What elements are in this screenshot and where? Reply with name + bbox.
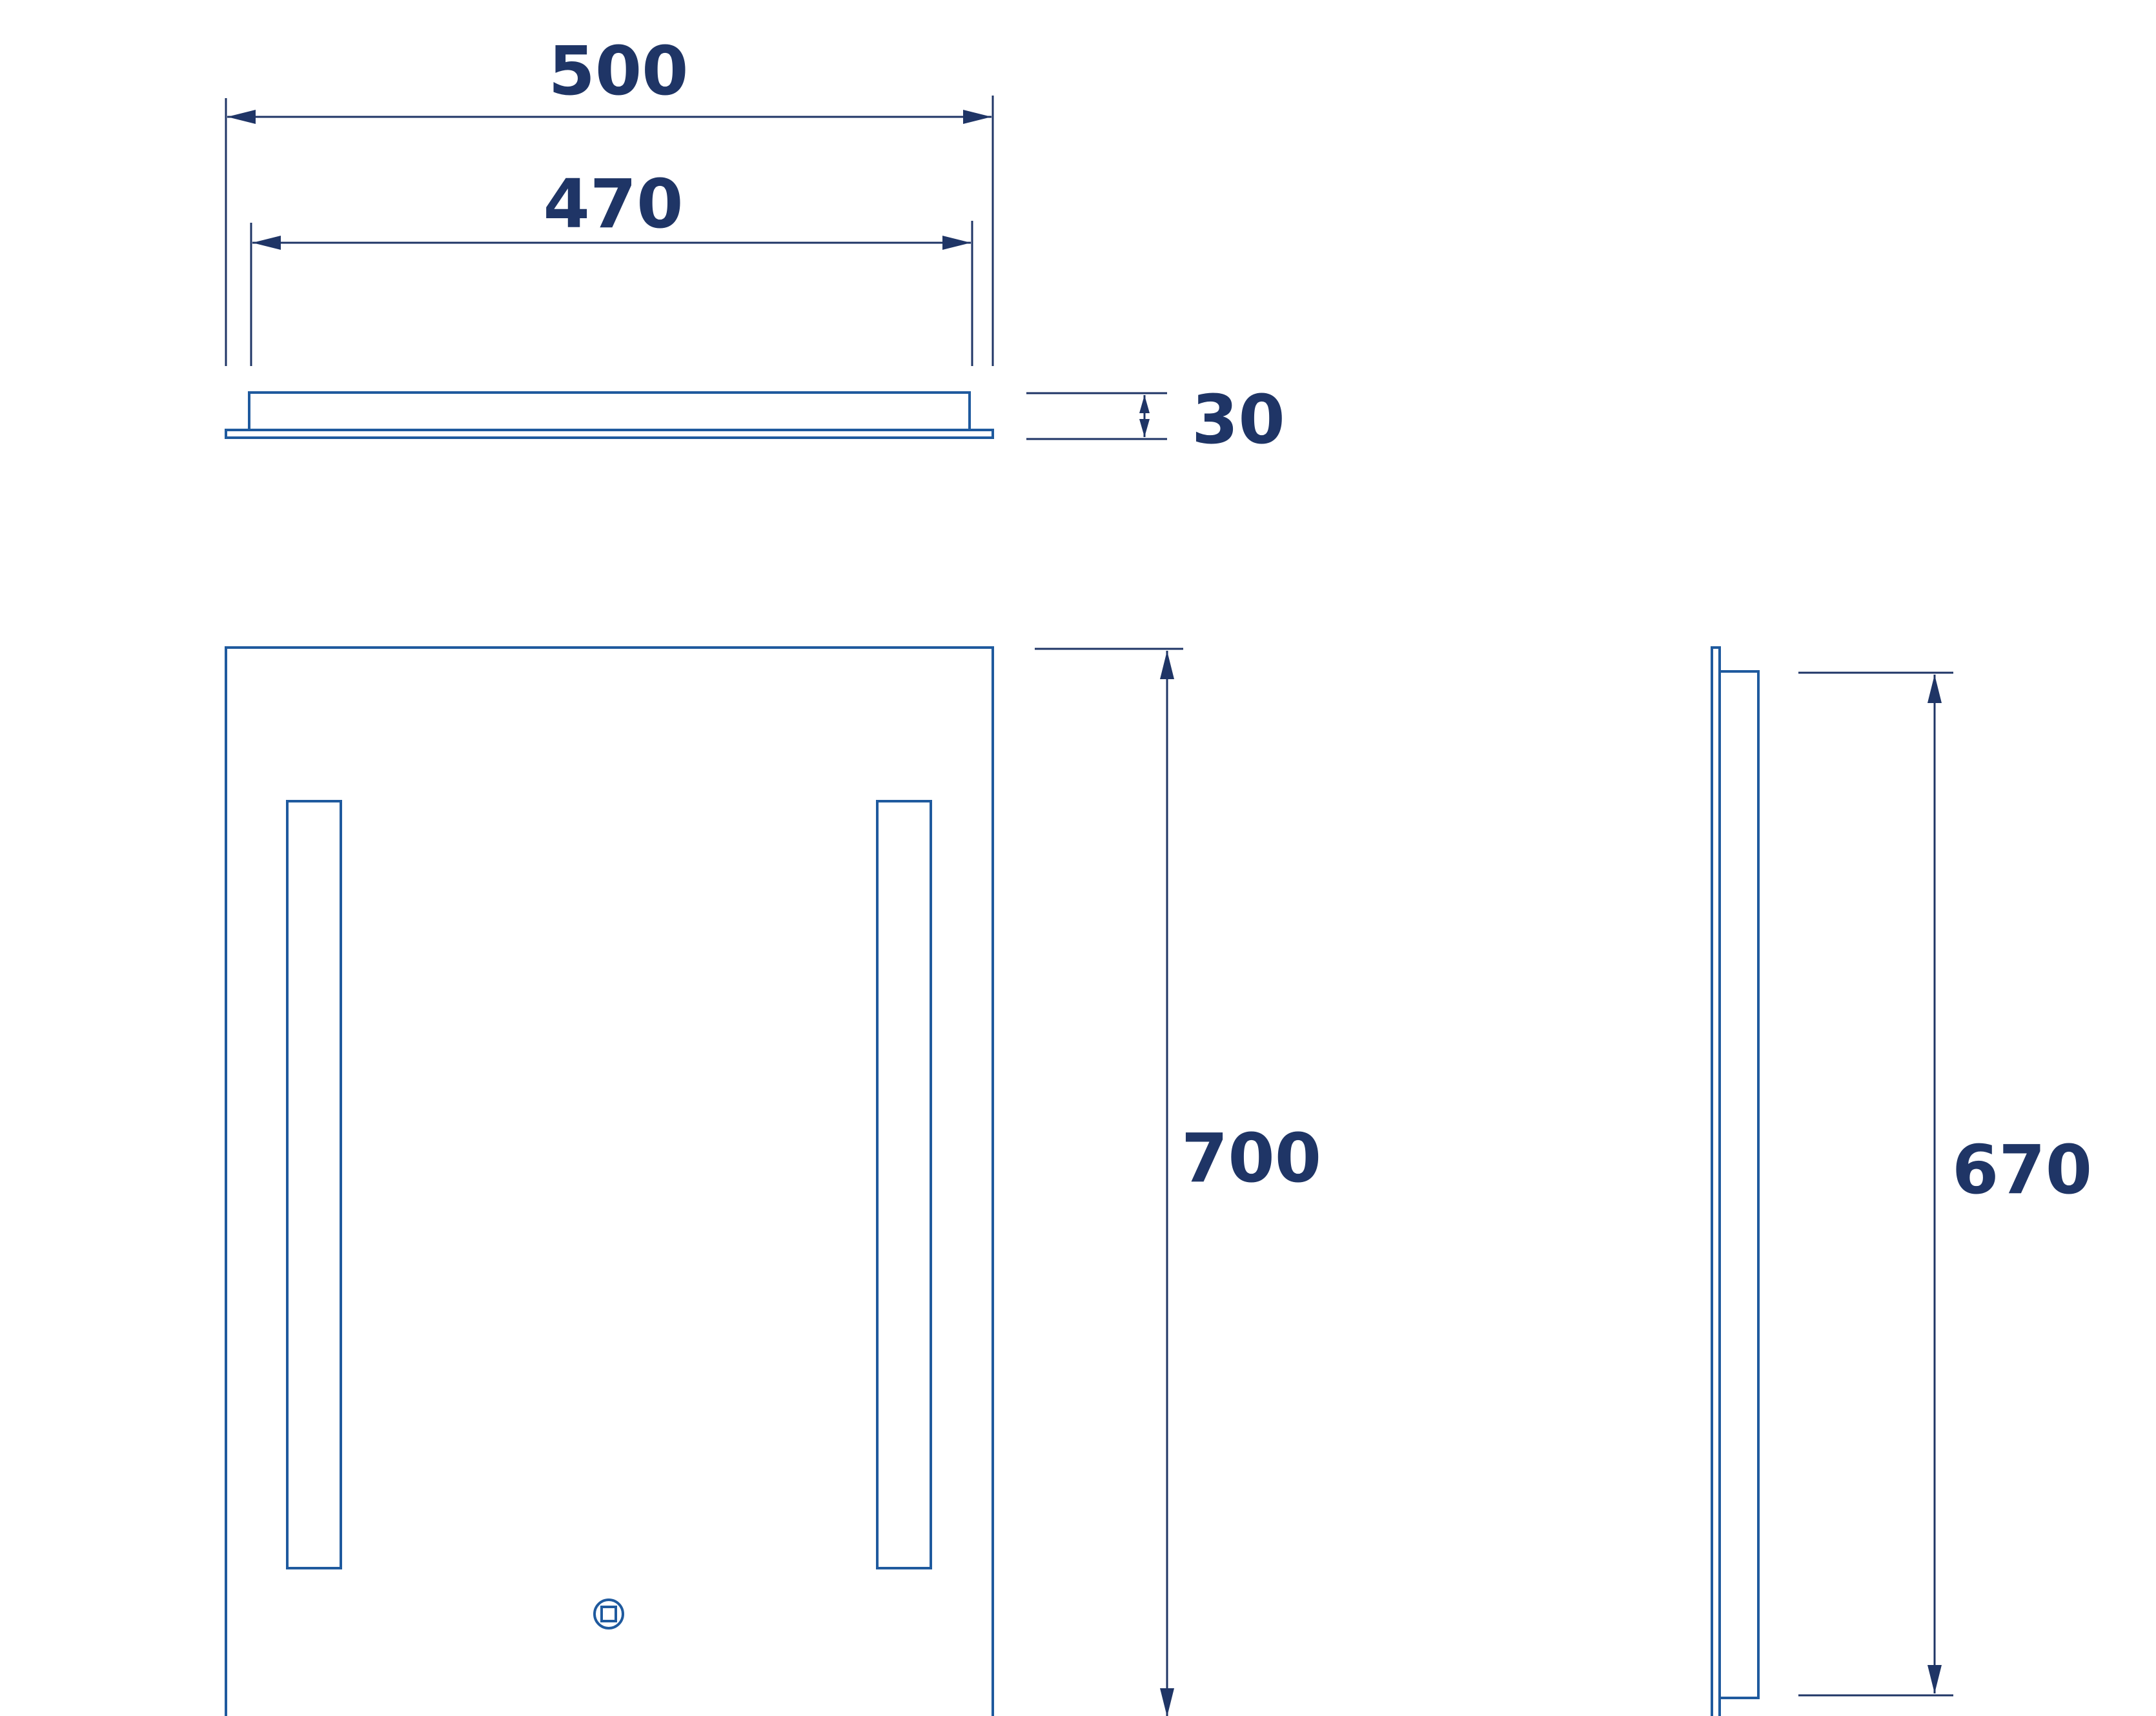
mirror-top-back-frame [248,391,971,431]
arrow-head [1139,419,1150,437]
mirror-side-back-frame [1718,670,1760,1699]
arrow-head [1927,675,1942,703]
arrow-head [1160,651,1174,679]
arrow-head [1160,1688,1174,1716]
dimension-label-depth: 30 [1192,380,1285,459]
dimension-label-overall-height: 700 [1181,1119,1321,1198]
arrow-head [252,236,281,250]
dimension-label-inner-height: 670 [1952,1130,2092,1209]
touch-switch-icon[interactable] [593,1599,624,1629]
arrow-head [963,110,992,124]
front-view: 700 [225,646,1321,1716]
mirror-front-outline [225,646,994,1716]
arrow-head [942,236,971,250]
led-strip-right [876,800,932,1569]
arrow-head [1927,1665,1942,1693]
dimension-label-overall-width: 500 [548,32,688,110]
arrow-head [227,110,256,124]
side-view: 670 [1711,646,2092,1716]
top-view: 500 470 30 [225,32,1285,459]
dimension-label-inner-width: 470 [543,165,683,243]
arrow-head [1139,395,1150,413]
mirror-top-glass [225,429,994,439]
led-strip-left [286,800,342,1569]
